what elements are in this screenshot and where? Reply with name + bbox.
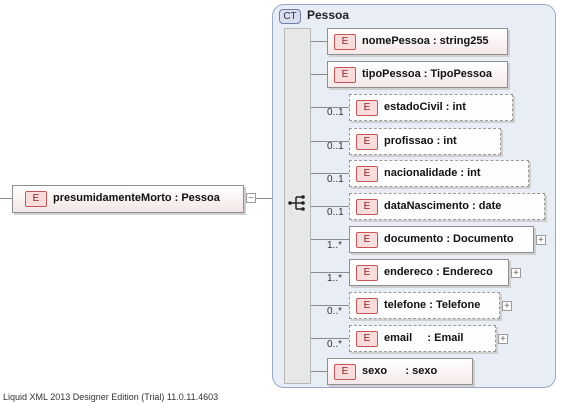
element-nacionalidade[interactable]: E nacionalidade : int [349, 160, 529, 187]
element-label: nomePessoa : string255 [362, 35, 489, 47]
element-label: sexo : sexo [362, 365, 438, 377]
element-badge: E [334, 34, 356, 50]
expand-telefone-toggle[interactable]: + [502, 301, 512, 311]
connector-10 [311, 371, 327, 372]
root-element[interactable]: E presumidamenteMorto : Pessoa [12, 185, 244, 213]
root-connector-left [0, 198, 12, 199]
occurs-label: 0..1 [327, 141, 344, 152]
element-label: email : Email [384, 332, 464, 344]
occurs-label: 0..1 [327, 107, 344, 118]
element-badge: E [334, 364, 356, 380]
element-sexo[interactable]: E sexo : sexo [327, 358, 473, 385]
connector-4 [311, 173, 349, 174]
element-nomePessoa[interactable]: E nomePessoa : string255 [327, 28, 508, 55]
element-badge: E [356, 166, 378, 182]
element-label: telefone : Telefone [384, 299, 481, 311]
occurs-label: 1..* [327, 273, 343, 284]
connector-1 [311, 74, 327, 75]
element-badge: E [356, 199, 378, 215]
complex-type-badge: CT [279, 9, 301, 24]
element-label: profissao : int [384, 135, 457, 147]
connector-5 [311, 206, 349, 207]
occurs-label: 1..* [327, 240, 343, 251]
expand-endereco-toggle[interactable]: + [511, 268, 521, 278]
element-tipoPessoa[interactable]: E tipoPessoa : TipoPessoa [327, 61, 508, 88]
root-collapse-toggle[interactable]: – [246, 193, 256, 203]
root-connector-right [256, 198, 284, 199]
connector-9 [311, 338, 349, 339]
connector-6 [311, 239, 349, 240]
occurs-label: 0..1 [327, 207, 344, 218]
connector-7 [311, 272, 349, 273]
element-email[interactable]: E email : Email [349, 325, 496, 352]
element-dataNascimento[interactable]: E dataNascimento : date [349, 193, 545, 220]
element-estadoCivil[interactable]: E estadoCivil : int [349, 94, 513, 121]
element-endereco[interactable]: E endereco : Endereco [349, 259, 509, 286]
occurs-label: 0..* [327, 306, 343, 317]
root-element-label: presumidamenteMorto : Pessoa [53, 192, 220, 204]
element-label: estadoCivil : int [384, 101, 466, 113]
element-label: tipoPessoa : TipoPessoa [362, 68, 493, 80]
expand-email-toggle[interactable]: + [498, 334, 508, 344]
complex-type-name: Pessoa [307, 8, 350, 22]
element-label: nacionalidade : int [384, 167, 481, 179]
element-badge: E [356, 331, 378, 347]
occurs-label: 0..1 [327, 174, 344, 185]
element-documento[interactable]: E documento : Documento [349, 226, 534, 253]
element-badge: E [356, 298, 378, 314]
element-label: documento : Documento [384, 233, 514, 245]
sequence-compositor-icon[interactable] [288, 193, 308, 213]
connector-2 [311, 107, 349, 108]
connector-3 [311, 141, 349, 142]
connector-0 [311, 41, 327, 42]
element-profissao[interactable]: E profissao : int [349, 128, 501, 155]
footer-version-text: Liquid XML 2013 Designer Edition (Trial)… [3, 392, 219, 402]
element-badge: E [356, 265, 378, 281]
connector-8 [311, 305, 349, 306]
element-badge: E [356, 100, 378, 116]
occurs-label: 0..* [327, 339, 343, 350]
element-badge: E [25, 191, 47, 207]
element-telefone[interactable]: E telefone : Telefone [349, 292, 500, 319]
expand-documento-toggle[interactable]: + [536, 235, 546, 245]
element-badge: E [356, 134, 378, 150]
element-label: dataNascimento : date [384, 200, 502, 212]
sequence-compositor-bar[interactable] [284, 28, 311, 384]
element-badge: E [334, 67, 356, 83]
element-badge: E [356, 232, 378, 248]
element-label: endereco : Endereco [384, 266, 493, 278]
